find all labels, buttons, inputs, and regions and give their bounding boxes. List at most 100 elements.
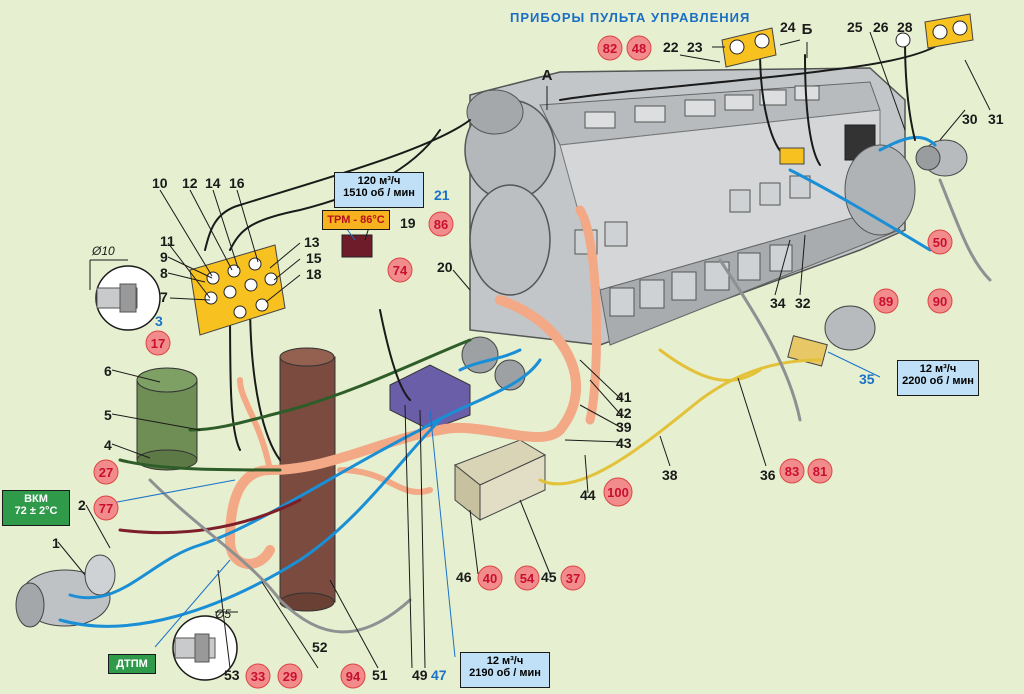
section-marker-a: А <box>542 67 553 110</box>
sensor-badge-circle <box>93 495 119 521</box>
sensor-badge-text: 50 <box>933 235 947 250</box>
part-label-23: 23 <box>687 39 703 55</box>
sensor-badge-text: 37 <box>566 571 580 586</box>
vkm-callout-line1: ВКМ <box>24 493 48 505</box>
gauge-panel-left <box>189 244 286 336</box>
oil-tank <box>136 367 198 471</box>
sensor-badge-40: 40 <box>477 565 503 591</box>
section-a-label: А <box>542 67 553 84</box>
orifice-detail-d10 <box>89 259 161 331</box>
sensor-badge-text: 40 <box>483 571 497 586</box>
leader-lines <box>57 31 991 669</box>
sensor-badge-text: 17 <box>151 336 165 351</box>
sensor-badge-82: 82 <box>597 35 623 61</box>
dimension-d10: Ø10 <box>91 244 115 258</box>
sensor-badge-text: 77 <box>99 501 113 516</box>
flow-callout-120-line2: 1510 об / мин <box>343 187 415 200</box>
sensor-badge-text: 33 <box>251 669 265 684</box>
sensor-badge-circle <box>779 458 805 484</box>
fuel-pump-motor <box>787 305 876 367</box>
trm-callout: ТРМ - 86°C <box>322 210 390 230</box>
sensor-badge-text: 81 <box>813 464 827 479</box>
sensor-badge-circle <box>93 459 119 485</box>
part-label-5: 5 <box>104 407 112 423</box>
flow-reference-labels: 32 13 54 7 <box>155 187 875 683</box>
part-label-26: 26 <box>873 19 889 35</box>
orifice-detail-d5 <box>172 611 238 681</box>
part-label-6: 6 <box>104 363 112 379</box>
part-label-12: 12 <box>182 175 198 191</box>
sensor-badge-circle <box>477 565 503 591</box>
sensor-badge-circle <box>387 257 413 283</box>
part-label-16: 16 <box>229 175 245 191</box>
flow-callout-12-2190: 12 м³/ч 2190 об / мин <box>460 652 550 688</box>
sensor-badge-circle <box>145 330 171 356</box>
vkm-callout-line2: 72 ± 2°C <box>14 505 58 518</box>
section-marker-b: Б <box>802 21 813 58</box>
sensor-badge-50: 50 <box>927 229 953 255</box>
sensor-badge-81: 81 <box>807 458 833 484</box>
sensor-badge-77: 77 <box>93 495 119 521</box>
vkm-callout: ВКМ 72 ± 2°C <box>2 490 70 526</box>
sensor-badge-text: 83 <box>785 464 799 479</box>
part-label-2: 2 <box>78 497 86 513</box>
flow-callout-120: 120 м³/ч 1510 об / мин <box>334 172 424 208</box>
part-label-20: 20 <box>437 259 453 275</box>
prelube-pump <box>15 554 116 628</box>
part-label-39: 39 <box>616 419 632 435</box>
sensor-badge-89: 89 <box>873 288 899 314</box>
part-label-13: 13 <box>304 234 320 250</box>
part-label-28: 28 <box>897 19 913 35</box>
sensor-badge-text: 94 <box>346 669 361 684</box>
sensor-badge-27: 27 <box>93 459 119 485</box>
part-label-52: 52 <box>312 639 328 655</box>
flow-callout-12-2200-line1: 12 м³/ч <box>919 363 957 375</box>
sensor-badge-circle <box>514 565 540 591</box>
part-label-30: 30 <box>962 111 978 127</box>
filter-unit <box>389 364 471 431</box>
sensor-badge-circle <box>428 211 454 237</box>
sensor-badge-circle <box>626 35 652 61</box>
part-label-25: 25 <box>847 19 863 35</box>
part-label-18: 18 <box>306 266 322 282</box>
diagram-title: ПРИБОРЫ ПУЛЬТА УПРАВЛЕНИЯ <box>510 10 751 25</box>
sensor-badge-33: 33 <box>245 663 271 689</box>
part-label-7: 7 <box>160 289 168 305</box>
sensor-badge-circle <box>277 663 303 689</box>
part-label-41: 41 <box>616 389 632 405</box>
part-label-53: 53 <box>224 667 240 683</box>
flow-callout-12-2190-line2: 2190 об / мин <box>469 667 541 680</box>
part-label-22: 22 <box>663 39 679 55</box>
sensor-badge-text: 48 <box>632 41 646 56</box>
flow-callout-12-2190-line1: 12 м³/ч <box>486 655 524 667</box>
flow-label-35: 35 <box>859 371 875 387</box>
part-label-51: 51 <box>372 667 388 683</box>
part-label-43: 43 <box>616 435 632 451</box>
sensor-badge-54: 54 <box>514 565 540 591</box>
sensor-badge-text: 27 <box>99 465 113 480</box>
flow-label-47: 47 <box>431 667 447 683</box>
sensor-badge-circle <box>245 663 271 689</box>
sensor-badge-48: 48 <box>626 35 652 61</box>
part-label-15: 15 <box>306 250 322 266</box>
part-label-32: 32 <box>795 295 811 311</box>
part-label-42: 42 <box>616 405 632 421</box>
sensor-badge-circle <box>927 288 953 314</box>
sensor-badge-90: 90 <box>927 288 953 314</box>
gauge-26 <box>895 32 911 48</box>
pipelines <box>58 34 992 634</box>
part-label-8: 8 <box>160 265 168 281</box>
sensor-badge-37: 37 <box>560 565 586 591</box>
trm-sensor <box>341 234 373 258</box>
part-label-31: 31 <box>988 111 1004 127</box>
part-label-24: 24 <box>780 19 796 35</box>
part-label-10: 10 <box>152 175 168 191</box>
section-b-label: Б <box>802 21 813 38</box>
sensor-badge-83: 83 <box>779 458 805 484</box>
flow-callout-12-2200-line2: 2200 об / мин <box>902 375 974 388</box>
sensor-badge-circle <box>873 288 899 314</box>
part-label-49: 49 <box>412 667 428 683</box>
